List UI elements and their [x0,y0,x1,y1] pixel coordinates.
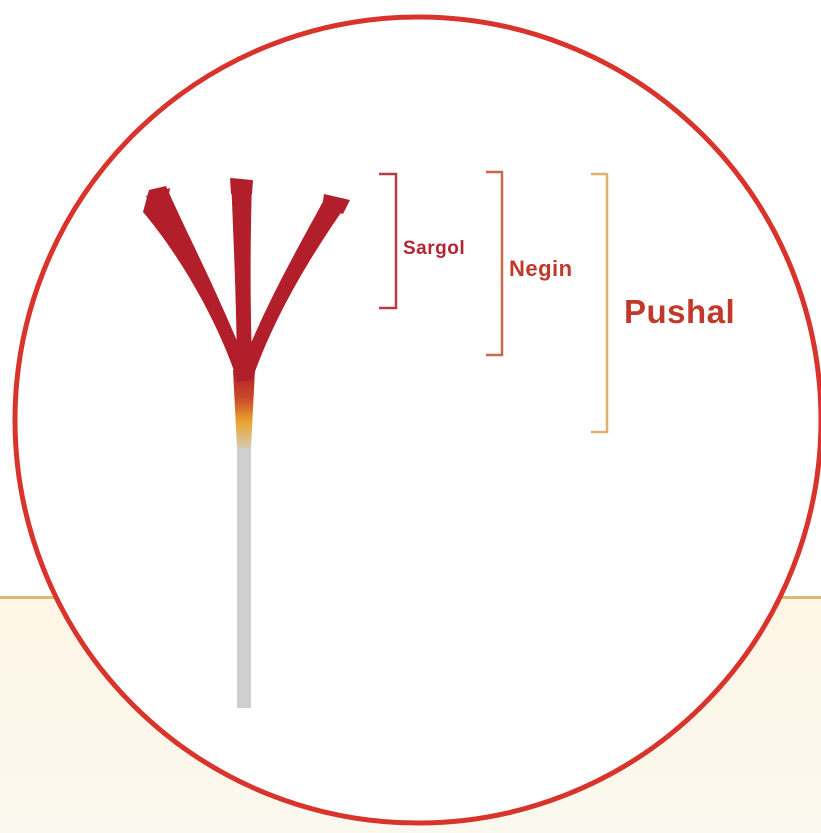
negin-label: Negin [509,256,573,281]
sargol-label: Sargol [403,238,465,259]
pushal-label: Pushal [624,293,735,330]
circle-outline [15,17,821,823]
saffron-style [237,440,251,708]
